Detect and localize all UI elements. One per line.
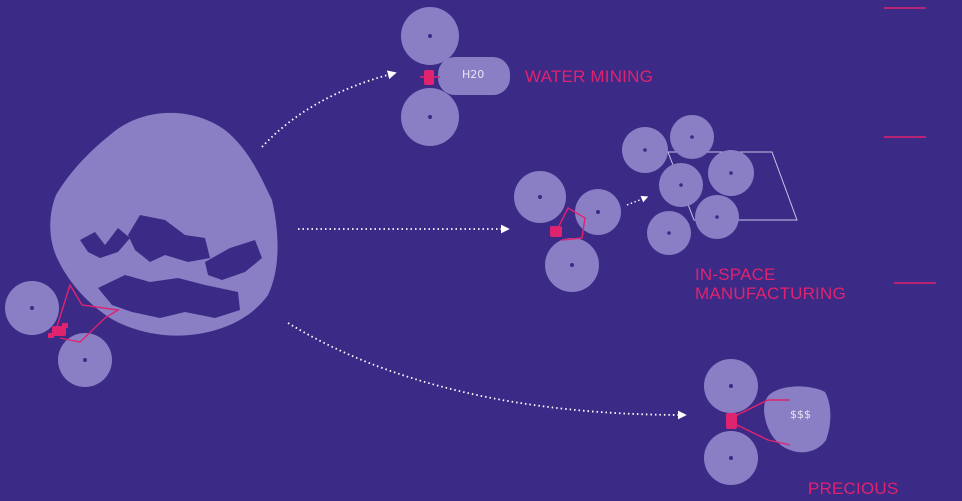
hub-dot: [679, 183, 683, 187]
hub-dot: [570, 263, 574, 267]
hub-dot: [596, 210, 600, 214]
craft-core-cap: [62, 323, 68, 328]
hub-dot: [428, 34, 432, 38]
hub-dot: [729, 171, 733, 175]
craft-core: [726, 413, 737, 429]
h2o-cargo-label: H20: [462, 68, 484, 81]
hub-dot: [715, 215, 719, 219]
asteroid: [50, 113, 277, 336]
hub-dot: [643, 148, 647, 152]
craft-manufacturing: [514, 171, 621, 292]
craft-metals: [704, 359, 830, 485]
craft-water: [401, 7, 510, 146]
craft-core-cap: [48, 333, 54, 338]
hub-dot: [690, 135, 694, 139]
hub-dot: [667, 231, 671, 235]
hub-dot: [428, 115, 432, 119]
hub-dot: [729, 456, 733, 460]
hub-dot: [729, 384, 733, 388]
metals-cargo-label: $$$: [790, 408, 811, 421]
craft-core: [550, 226, 562, 237]
arrow-to-water-mining: [262, 73, 395, 147]
arrow-to-precious-metals: [288, 323, 685, 415]
in-space-manufacturing-label: IN-SPACE MANUFACTURING: [695, 265, 846, 303]
water-mining-label: WATER MINING: [525, 67, 653, 86]
craft-core: [424, 70, 434, 85]
manufactured-structure: [622, 115, 797, 255]
hub-dot: [30, 306, 34, 310]
hub-dot: [83, 358, 87, 362]
arrow-assembly-step: [627, 197, 647, 205]
hub-dot: [538, 195, 542, 199]
precious-metals-label: PRECIOUS METALS: [808, 479, 962, 501]
